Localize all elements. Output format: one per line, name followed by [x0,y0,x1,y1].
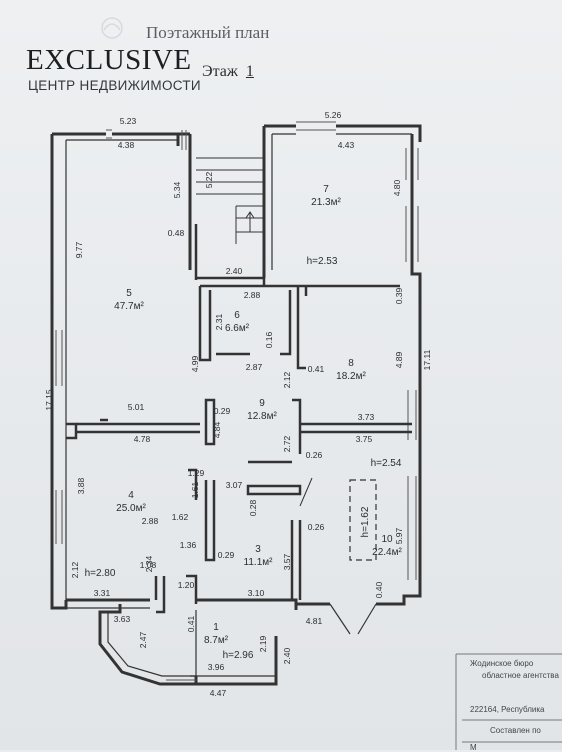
dimension-129: 1.29 [188,468,205,478]
dimension-041: 0.41 [308,364,325,374]
room-5-number: 5 [126,288,132,299]
room-7-number: 7 [323,184,329,195]
dimension-247: 2.47 [138,631,148,648]
ceiling-height-h_room1: h=2.96 [223,650,254,661]
room-8-area: 18.2м² [336,371,366,382]
room-1-number: 1 [213,622,219,633]
dimension-120: 1.20 [178,580,195,590]
dimension-484: 4.84 [212,421,222,438]
dimension-478: 4.78 [134,434,151,444]
ceiling-height-h_room10: h=2.54 [371,458,402,469]
dimension-272: 2.72 [282,435,292,452]
room-1-area: 8.7м² [204,635,229,646]
dimension-396: 3.96 [208,662,225,672]
stamp-line-1: Жодинское бюро [470,659,534,668]
dimension-480: 4.80 [392,179,402,196]
dimension-522: 5.22 [204,171,214,188]
dimension-977: 9.77 [74,241,84,258]
stamp-box [455,653,562,750]
dimension-162b: 1.62 [172,512,189,522]
dimension-481: 4.81 [306,616,323,626]
room-9-area: 12.8м² [247,411,277,422]
brand-watermark: EXCLUSIVE [26,44,192,76]
room-3-number: 3 [255,544,261,555]
dimension-040: 0.40 [374,581,384,598]
dimension-240: 2.40 [226,266,243,276]
dimension-443: 4.43 [338,140,355,150]
stamp-line-2: областное агентства [482,671,559,680]
dimension-039: 0.39 [394,287,404,304]
windows [55,121,419,681]
dimension-1711: 17.11 [422,349,432,370]
room-8-number: 8 [348,358,354,369]
dimension-373: 3.73 [358,412,375,422]
dimension-029a: 0.29 [214,406,231,416]
room-9-number: 9 [259,398,265,409]
dimension-534: 5.34 [172,181,182,198]
dimension-136: 1.36 [180,540,197,550]
dimension-447: 4.47 [210,688,227,698]
room-3-area: 11.1м² [244,557,274,568]
dimension-331: 3.31 [94,588,111,598]
dimension-438: 4.38 [118,140,135,150]
dimension-375: 3.75 [356,434,373,444]
ceiling-height-h_room10_inner: h=1.62 [360,506,371,537]
dimension-287: 2.87 [246,362,263,372]
dimension-288: 2.88 [244,290,261,300]
dimension-501: 5.01 [128,402,145,412]
dimension-240b: 2.40 [282,647,292,664]
dimension-597: 5.97 [394,527,404,544]
room-10-area: 22.4м² [372,547,402,558]
dimension-234: 2.34 [144,555,154,572]
dimension-307: 3.07 [226,480,243,490]
ceiling-height-h_room7: h=2.53 [307,256,338,267]
dimension-026a: 0.26 [306,450,323,460]
room-6-number: 6 [234,310,240,321]
ceiling-height-h_room4: h=2.80 [85,568,116,579]
dimension-108: 1.08 [140,560,157,570]
dimension-388: 3.88 [76,477,86,494]
room-4-area: 25.0м² [116,503,146,514]
stamp-line-3: 222164, Республика [470,705,545,714]
dimension-231: 2.31 [214,313,224,330]
dimension-526: 5.26 [325,110,342,120]
dimension-489: 4.89 [394,351,404,368]
dimension-1715: 17.15 [44,389,54,411]
dimension-499: 4.99 [190,355,200,372]
floor-number: 1 [245,63,254,80]
dimension-161: 1.61 [190,481,200,498]
dimension-363: 3.63 [114,614,131,624]
floor-label: Этаж [202,63,238,80]
room-10-number: 10 [381,534,393,545]
dimension-041b: 0.41 [186,615,196,632]
brand-emblem-icon [101,17,123,39]
dimension-310: 3.10 [248,588,265,598]
dimension-523: 5.23 [120,116,137,126]
dimension-219: 2.19 [258,635,268,652]
room-4-number: 4 [128,490,134,501]
dimension-212b: 2.12 [70,561,80,578]
dimension-028: 0.28 [248,499,258,516]
plan-labels: 7 21.3м² 5 47.7м² 6 6.6м² 8 18.2м² 9 12.8м² 4 25.0м… [44,110,432,698]
stamp-line-4: Составлен по [490,726,541,735]
interior-walls [66,157,412,614]
brand-subtitle: ЦЕНТР НЕДВИЖИМОСТИ [28,78,201,93]
dimension-048: 0.48 [168,228,185,238]
dimension-357: 3.57 [282,553,292,570]
floor-heading: Этаж 1 [202,64,254,80]
dimension-026b: 0.26 [308,522,325,532]
outer-walls [50,124,422,686]
page-title: Поэтажный план [146,23,270,42]
room-7-area: 21.3м² [311,197,341,208]
dimension-016: 0.16 [264,331,274,348]
stamp-line-5: М [470,743,477,752]
dimension-288b: 2.88 [142,516,159,526]
room-5-area: 47.7м² [114,301,144,312]
dimension-029b: 0.29 [218,550,235,560]
room-6-area: 6.6м² [225,323,250,334]
dimension-212a: 2.12 [282,371,292,388]
